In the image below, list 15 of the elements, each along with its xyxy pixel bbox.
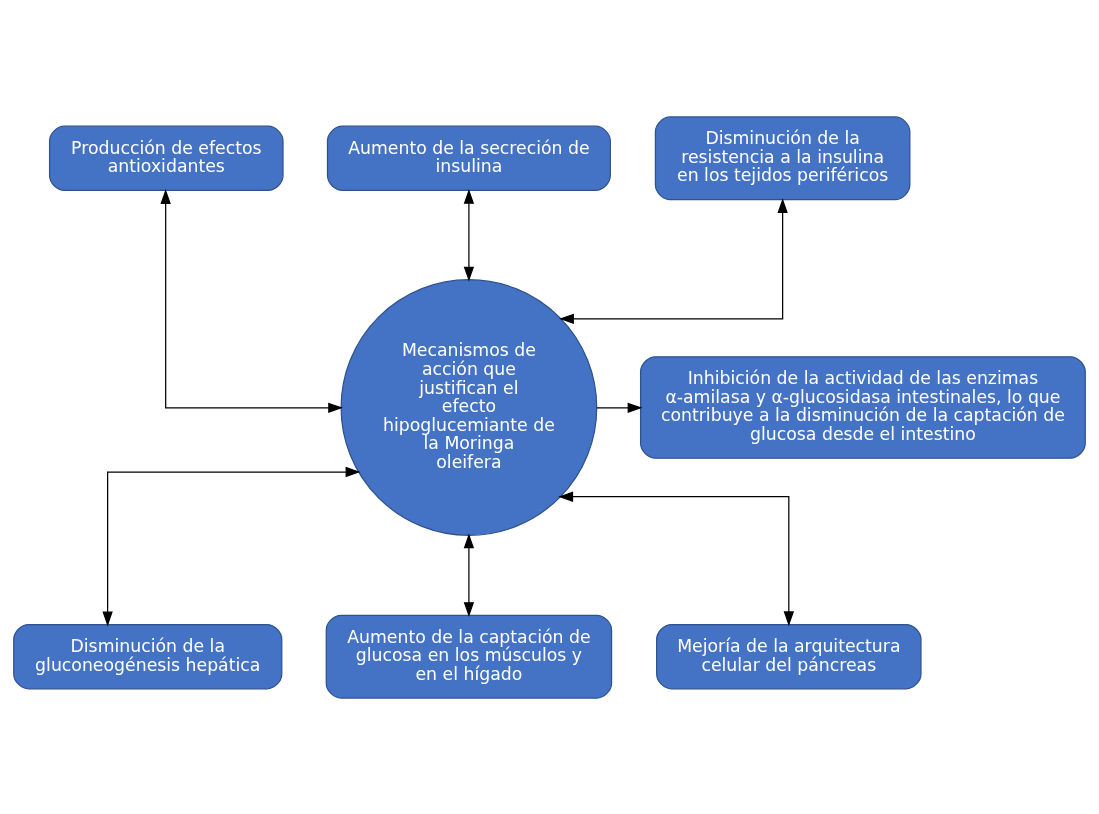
node-box: Inhibición de la actividad de las enzimas α-amilasa y α-glucosidasa intestinales, lo que contribuye a la disminución de la captación de glucosa desde el intestino	[639, 355, 1086, 459]
arrow	[596, 402, 643, 413]
node-box: Aumento de la secreción de insulina	[326, 125, 611, 191]
arrow	[559, 197, 788, 324]
arrow	[463, 533, 475, 617]
arrow	[160, 188, 344, 413]
node-circle: Mecanismos de acción que justifican el efecto hipoglucemiante de la Moringa oleifera	[340, 278, 598, 536]
node-box: Producción de efectos antioxidantes	[48, 125, 284, 191]
node-box: Mejoría de la arquitectura celular del páncreas	[656, 623, 922, 689]
node-box: Disminución de la gluconeogénesis hepática	[13, 623, 283, 689]
arrow	[463, 188, 475, 281]
node-box: Aumento de la captación de glucosa en los músculos y en el hígado	[325, 614, 613, 699]
arrow	[102, 466, 361, 626]
arrow	[558, 491, 794, 626]
node-box: Disminución de la resistencia a la insulina en los tejidos periféricos	[654, 115, 911, 200]
